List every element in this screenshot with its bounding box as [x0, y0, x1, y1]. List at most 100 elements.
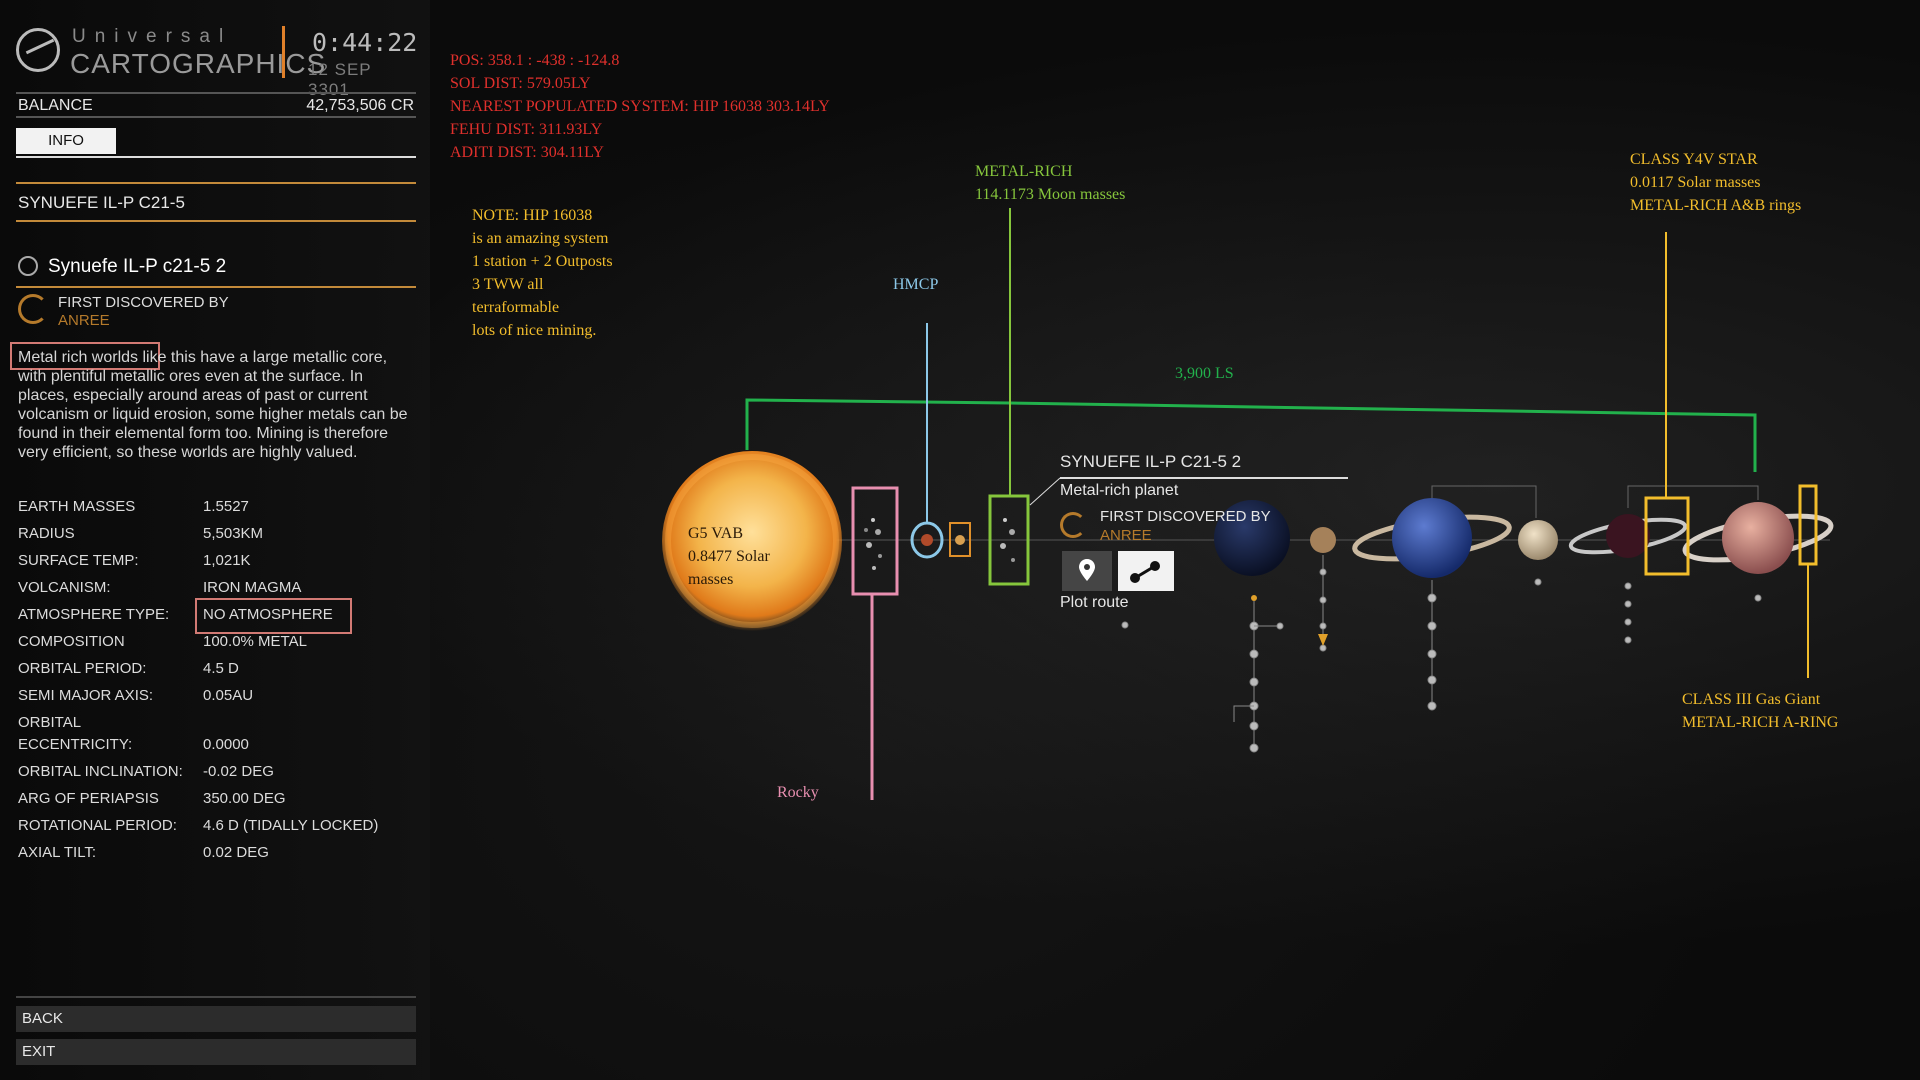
- planet-ringed-pink: [1682, 502, 1834, 574]
- note-line: lots of nice mining.: [472, 322, 597, 339]
- description-highlight: Metal rich worlds: [18, 349, 139, 366]
- route-icon: [1134, 564, 1156, 580]
- tab-info[interactable]: INFO: [16, 128, 116, 154]
- body-title: Synuefe IL-P c21-5 2: [48, 256, 227, 277]
- star-annotation: G5 VAB 0.8477 Solar masses: [688, 522, 770, 591]
- distance-bracket: [745, 398, 1757, 450]
- map-pin-icon: [1079, 559, 1095, 581]
- stat-value: 1.5527: [203, 498, 249, 515]
- game-date: 12 SEP 3301: [308, 60, 372, 99]
- gas-giant-annotation: CLASS III Gas Giant METAL-RICH A-RING: [1682, 688, 1838, 734]
- map-popup-title: SYNUEFE IL-P C21-5 2: [1060, 452, 1242, 471]
- plot-route-button[interactable]: [1118, 551, 1174, 591]
- metal-rich-line: METAL-RICH: [975, 163, 1073, 180]
- stat-value: NO ATMOSPHERE: [203, 606, 333, 623]
- stat-label: EARTH MASSES: [18, 498, 136, 515]
- stat-value: 4.5 D: [203, 660, 239, 677]
- rocky-annotation: Rocky: [777, 784, 819, 801]
- tab-bar: INFO: [16, 128, 416, 158]
- stat-label: ROTATIONAL PERIOD:: [18, 817, 177, 834]
- metal-rich-line: 114.1173 Moon masses: [975, 186, 1126, 203]
- asteroid-belt-1: [864, 518, 882, 570]
- discovery-icon: [1060, 512, 1086, 538]
- logo-icon: [16, 28, 60, 72]
- discovery-icon: [18, 294, 48, 324]
- small-body-marker: [949, 522, 971, 557]
- rocky-body-marker: [851, 486, 899, 596]
- class-y-line: CLASS Y4V STAR: [1630, 151, 1758, 168]
- stat-label: AXIAL TILT:: [18, 844, 97, 861]
- planet-tan: [1518, 520, 1558, 560]
- exit-button[interactable]: EXIT: [16, 1039, 416, 1065]
- stat-label: SEMI MAJOR AXIS:: [18, 687, 154, 704]
- star-g5: [662, 451, 842, 631]
- plot-route-label[interactable]: Plot route: [1060, 594, 1129, 611]
- stat-value: 0.05AU: [203, 687, 254, 704]
- note-annotation: NOTE: HIP 16038 is an amazing system 1 s…: [472, 204, 613, 342]
- stat-label: ORBITAL PERIOD:: [18, 660, 147, 677]
- system-name: SYNUEFE IL-P C21-5: [18, 193, 185, 212]
- stat-value: 0.02 DEG: [203, 844, 269, 861]
- info-panel: Universal CARTOGRAPHICS 0:44:22 12 SEP 3…: [0, 0, 430, 1080]
- stat-value: 0.0000: [203, 736, 249, 753]
- atmosphere-highlight-box: [195, 598, 352, 634]
- planet-ringed-blue: [1352, 498, 1512, 578]
- metal-rich-annotation: METAL-RICH 114.1173 Moon masses: [975, 160, 1125, 206]
- hmcp-marker: [910, 521, 944, 559]
- body-description: Metal rich worlds like this have a large…: [18, 348, 418, 462]
- note-line: is an amazing system: [472, 230, 609, 247]
- stat-label: ORBITAL INCLINATION:: [18, 763, 183, 780]
- stat-value: 100.0% METAL: [203, 633, 307, 650]
- map-popup-discovered-by: ANREE: [1100, 527, 1152, 544]
- note-line: terraformable: [472, 299, 560, 316]
- balance-value: 42,753,506 CR: [306, 97, 414, 114]
- star-line: 0.8477 Solar: [688, 548, 770, 565]
- system-name-row: SYNUEFE IL-P C21-5: [16, 182, 416, 222]
- gas-giant-marker: [1798, 484, 1818, 566]
- logo-separator: [282, 26, 285, 78]
- stat-label: VOLCANISM:: [18, 579, 111, 596]
- pos-annotation: POS: 358.1 : -438 : -124.8: [450, 52, 620, 69]
- planet-dark-blue: [1214, 500, 1290, 576]
- stat-label: ARG OF PERIAPSIS: [18, 790, 159, 807]
- planet-small-brown: [1310, 527, 1336, 553]
- description-highlight-box: [10, 342, 160, 370]
- map-popup-discovered-label: FIRST DISCOVERED BY: [1100, 508, 1271, 525]
- body-title-row: Synuefe IL-P c21-5 2: [16, 252, 416, 288]
- stat-value: 4.6 D (TIDALLY LOCKED): [203, 817, 379, 834]
- stat-label: SURFACE TEMP:: [18, 552, 139, 569]
- stat-value: 350.00 DEG: [203, 790, 286, 807]
- discovered-by: ANREE: [58, 312, 110, 329]
- divider: [16, 996, 416, 998]
- stat-label: ECCENTRICITY:: [18, 736, 133, 753]
- logo-top-text: Universal: [72, 26, 233, 47]
- note-line: 1 station + 2 Outposts: [472, 253, 613, 270]
- stat-value: 5,503KM: [203, 525, 264, 542]
- note-line: NOTE: HIP 16038: [472, 207, 593, 224]
- gas-giant-line: METAL-RICH A-RING: [1682, 714, 1839, 731]
- stat-label: COMPOSITION: [18, 633, 125, 650]
- gas-giant-line: CLASS III Gas Giant: [1682, 691, 1821, 708]
- moon-chains: [1121, 555, 1762, 753]
- fehu-annotation: FEHU DIST: 311.93LY: [450, 121, 603, 138]
- back-button[interactable]: BACK: [16, 1006, 416, 1032]
- stat-label: ORBITAL: [18, 714, 82, 731]
- hmcp-annotation: HMCP: [893, 276, 939, 293]
- planet-ringed-dark: [1568, 514, 1688, 558]
- balance-label: BALANCE: [18, 97, 93, 114]
- description-text: like this have a large metallic core, wi…: [18, 349, 408, 461]
- star-line: masses: [688, 571, 734, 588]
- discovered-label: FIRST DISCOVERED BY: [58, 294, 229, 311]
- game-clock: 0:44:22: [312, 28, 418, 57]
- asteroid-belt-2: [1000, 518, 1015, 562]
- balance-row: BALANCE 42,753,506 CR: [16, 92, 416, 118]
- planet-icon: [18, 256, 38, 276]
- aditi-annotation: ADITI DIST: 304.11LY: [450, 144, 604, 161]
- note-line: 3 TWW all: [472, 276, 544, 293]
- star-line: G5 VAB: [688, 525, 743, 542]
- class-y-star-marker: [1644, 496, 1690, 576]
- moon-marker-orange: [1318, 634, 1328, 646]
- class-y-line: METAL-RICH A&B rings: [1630, 197, 1802, 214]
- nearest-annotation: NEAREST POPULATED SYSTEM: HIP 16038 303.…: [450, 98, 830, 115]
